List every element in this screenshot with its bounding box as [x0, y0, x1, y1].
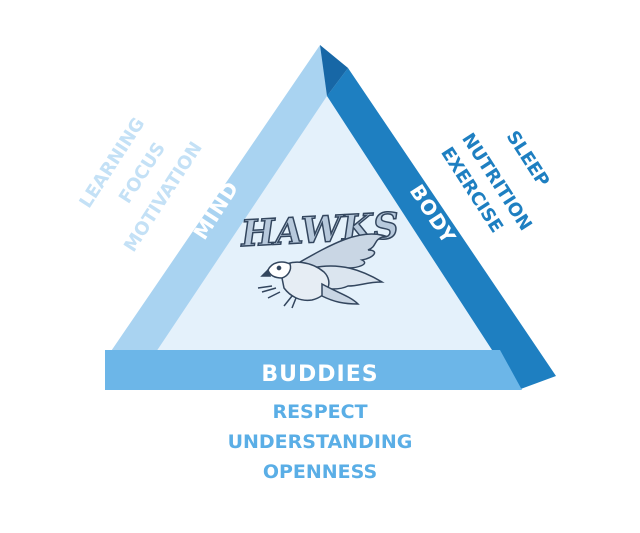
hawk-icon [257, 233, 388, 309]
mind-band [105, 45, 348, 360]
body-band [327, 68, 556, 390]
mind-items: LEARNING FOCUS MOTIVATION [75, 114, 206, 256]
hawks-logo-text: HAWKS [239, 205, 400, 255]
buddies-item-openness: OPENNESS [263, 461, 377, 483]
buddies-item-understanding: UNDERSTANDING [228, 431, 413, 453]
body-band-edge [320, 45, 348, 96]
buddies-band [105, 350, 522, 390]
buddies-item-respect: RESPECT [272, 401, 367, 423]
hawks-logo: HAWKS [238, 204, 401, 309]
buddies-items: RESPECT UNDERSTANDING OPENNESS [228, 401, 413, 483]
buddies-label: BUDDIES [261, 362, 378, 387]
inner-triangle [150, 80, 505, 350]
body-items: SLEEP NUTRITION EXERCISE [436, 127, 553, 236]
